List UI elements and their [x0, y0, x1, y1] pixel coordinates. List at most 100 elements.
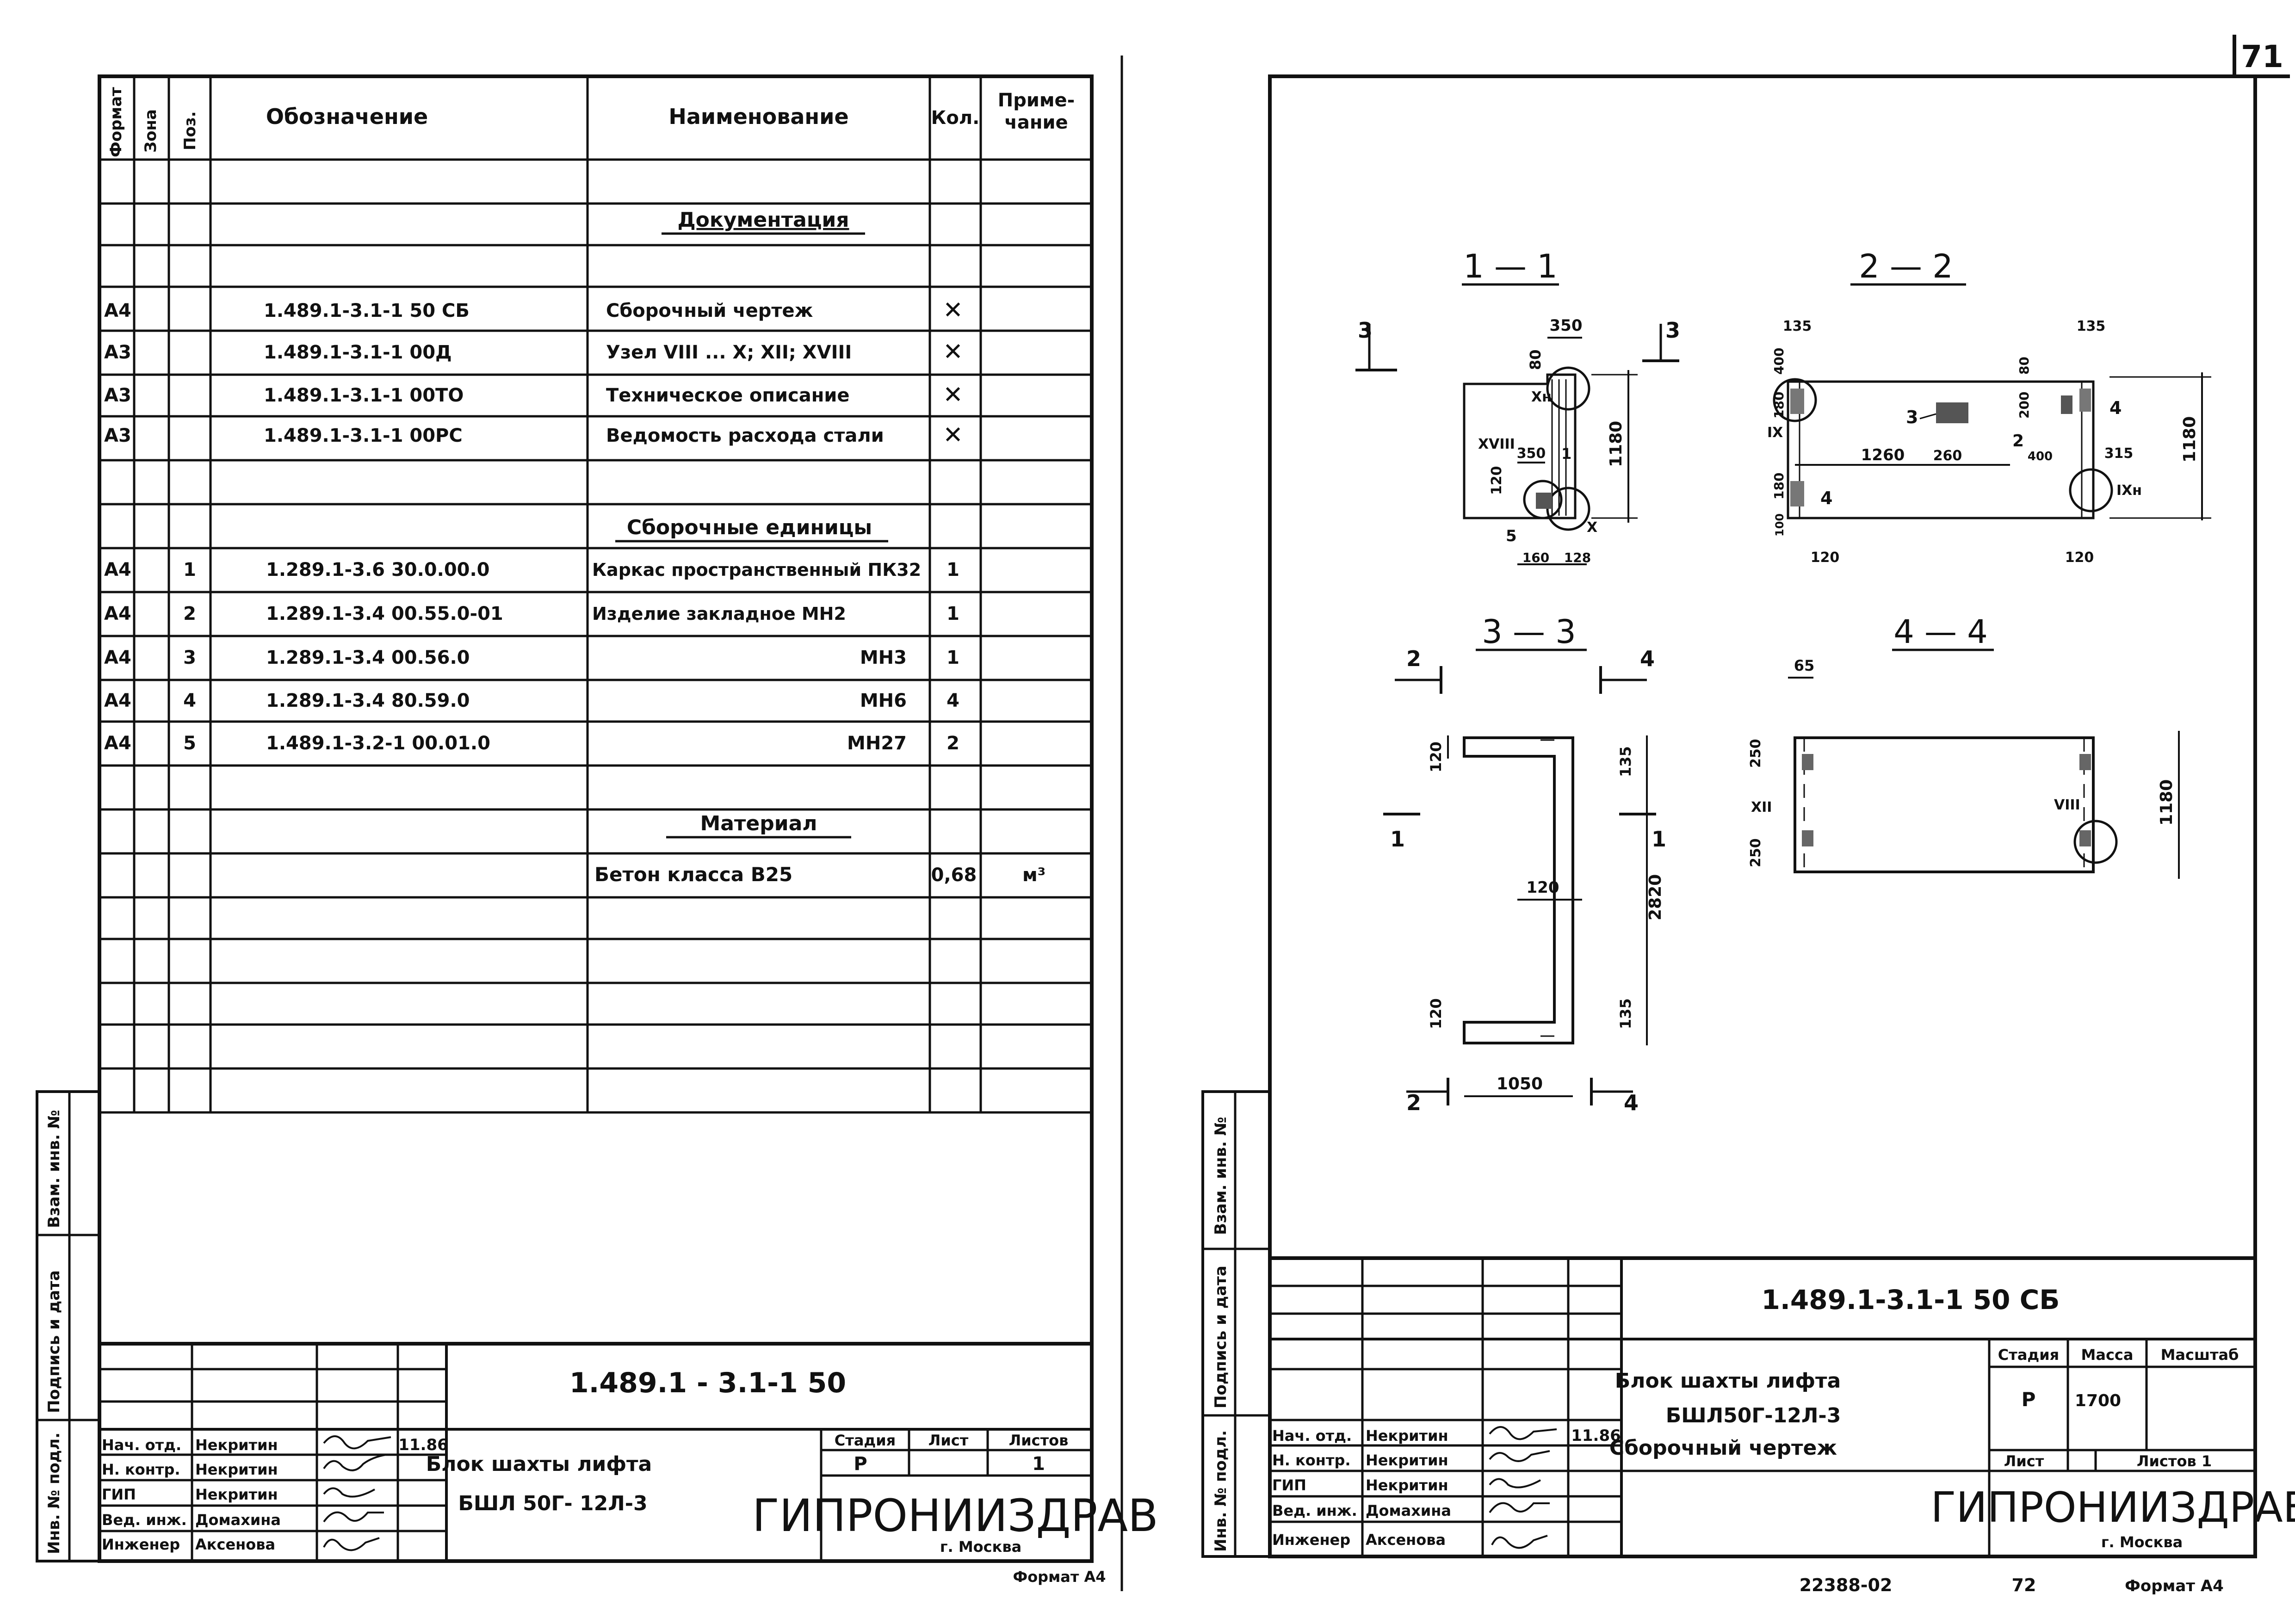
svg-text:1.489.1-3.2-1 00.01.0: 1.489.1-3.2-1 00.01.0 — [266, 733, 490, 754]
svg-text:1050: 1050 — [1497, 1074, 1543, 1093]
svg-text:4: 4 — [1624, 1090, 1639, 1115]
svg-text:1: 1 — [183, 559, 196, 580]
svg-text:Взам. инв. №: Взам. инв. № — [45, 1110, 63, 1228]
svg-text:БШЛ 50Г- 12Л-3: БШЛ 50Г- 12Л-3 — [458, 1492, 647, 1515]
svg-text:200: 200 — [2017, 392, 2032, 419]
svg-text:1.489.1-3.1-1 00РС: 1.489.1-3.1-1 00РС — [264, 425, 463, 446]
svg-text:315: 315 — [2104, 445, 2134, 462]
unit-row: А4 1 1.289.1-3.6 30.0.00.0 Каркас простр… — [104, 559, 959, 580]
svg-text:2: 2 — [2012, 432, 2024, 451]
svg-text:А3: А3 — [104, 342, 131, 363]
svg-text:120: 120 — [1427, 741, 1445, 772]
svg-text:А4: А4 — [104, 603, 131, 624]
svg-text:5: 5 — [183, 733, 196, 754]
svg-text:180: 180 — [1771, 392, 1787, 419]
svg-text:IX: IX — [1767, 425, 1783, 441]
svg-text:Инв. № подл.: Инв. № подл. — [45, 1433, 63, 1554]
svg-text:135: 135 — [1783, 318, 1812, 334]
right-sheet: 1 — 1 1180 350 80 Xн XVIII 350 1 120 — [1201, 74, 2295, 1595]
svg-text:1.289.1-3.4 80.59.0: 1.289.1-3.4 80.59.0 — [266, 690, 470, 711]
svg-text:Сборочный чертеж: Сборочный чертеж — [606, 300, 813, 321]
svg-text:Аксенова: Аксенова — [195, 1536, 275, 1553]
svg-text:80: 80 — [1527, 349, 1544, 370]
svg-text:Каркас пространственный ПК32: Каркас пространственный ПК32 — [592, 560, 921, 580]
svg-text:250: 250 — [1748, 838, 1764, 867]
svg-text:1: 1 — [946, 559, 959, 580]
svg-text:Некритин: Некритин — [1366, 1451, 1448, 1469]
left-title-block — [99, 1342, 1092, 1561]
svg-text:Изделие закладное МН2: Изделие закладное МН2 — [592, 604, 846, 624]
right-signature-table: Нач. отд. Некритин Н. контр. Некритин ГИ… — [1272, 1426, 1557, 1549]
right-doc-code: 1.489.1-3.1-1 50 СБ — [1762, 1284, 2060, 1315]
svg-text:Инженер: Инженер — [1272, 1531, 1350, 1549]
svg-text:120: 120 — [1489, 466, 1505, 495]
svg-text:Масштаб: Масштаб — [2161, 1346, 2239, 1364]
svg-text:4: 4 — [1820, 488, 1832, 508]
svg-text:4: 4 — [946, 690, 959, 711]
svg-text:IXн: IXн — [2116, 482, 2142, 499]
svg-text:11.86: 11.86 — [1571, 1426, 1621, 1445]
svg-text:3: 3 — [183, 647, 196, 668]
svg-text:2: 2 — [183, 603, 196, 624]
left-signature-table: Нач. отд. Некритин Н. контр. Некритин ГИ… — [102, 1435, 391, 1553]
section-1-1: 1 — 1 1180 350 80 Xн XVIII 350 1 120 — [1355, 247, 1680, 565]
svg-text:400: 400 — [1771, 348, 1787, 375]
svg-text:✕: ✕ — [943, 381, 963, 409]
svg-text:4: 4 — [1640, 646, 1655, 671]
svg-text:МН27: МН27 — [847, 733, 907, 754]
svg-text:1 — 1: 1 — 1 — [1463, 247, 1558, 285]
svg-text:180: 180 — [1771, 473, 1787, 500]
svg-text:Некритин: Некритин — [1366, 1427, 1448, 1445]
svg-text:VIII: VIII — [2054, 797, 2080, 813]
svg-text:72: 72 — [2012, 1575, 2036, 1595]
svg-text:Некритин: Некритин — [195, 1486, 278, 1503]
right-org: ГИПРОНИИЗДРАВ — [1931, 1483, 2295, 1532]
svg-text:5: 5 — [1506, 527, 1517, 545]
header-qty: Кол. — [931, 107, 980, 129]
svg-text:65: 65 — [1794, 657, 1815, 674]
svg-text:XII: XII — [1751, 799, 1772, 815]
svg-text:Некритин: Некритин — [1366, 1476, 1448, 1494]
svg-text:3: 3 — [1665, 318, 1680, 343]
header-name: Наименование — [668, 104, 848, 129]
svg-text:Некритин: Некритин — [195, 1461, 278, 1478]
svg-text:1.289.1-3.4 00.55.0-01: 1.289.1-3.4 00.55.0-01 — [266, 603, 503, 624]
svg-text:350: 350 — [1550, 316, 1583, 335]
svg-text:2: 2 — [946, 733, 959, 754]
unit-row: А4 5 1.489.1-3.2-1 00.01.0 МН27 2 — [104, 733, 959, 754]
svg-text:Н. контр.: Н. контр. — [1272, 1451, 1351, 1469]
svg-text:Листов 1: Листов 1 — [2137, 1452, 2212, 1470]
svg-text:1180: 1180 — [1607, 421, 1626, 467]
svg-text:Листов: Листов — [1009, 1432, 1069, 1449]
svg-text:Инв. № подл.: Инв. № подл. — [1212, 1430, 1230, 1552]
svg-text:✕: ✕ — [943, 421, 963, 449]
svg-text:А3: А3 — [104, 385, 131, 406]
svg-text:Узел VIII ... X; XII; XVIII: Узел VIII ... X; XII; XVIII — [606, 342, 852, 363]
svg-text:400: 400 — [2028, 450, 2053, 463]
svg-text:Xн: Xн — [1531, 389, 1552, 405]
signature-marks — [1489, 1426, 1557, 1549]
svg-text:3: 3 — [1906, 407, 1918, 427]
svg-text:Домахина: Домахина — [1366, 1502, 1451, 1519]
svg-text:Техническое описание: Техническое описание — [606, 385, 850, 406]
svg-text:1700: 1700 — [2075, 1391, 2121, 1410]
unit-row: А4 3 1.289.1-3.4 00.56.0 МН3 1 — [104, 647, 959, 668]
svg-text:2: 2 — [1406, 1090, 1421, 1115]
svg-text:3 — 3: 3 — 3 — [1482, 613, 1576, 651]
svg-text:Нач. отд.: Нач. отд. — [1272, 1427, 1352, 1445]
svg-text:Н. контр.: Н. контр. — [102, 1461, 180, 1478]
svg-text:1260: 1260 — [1861, 446, 1905, 464]
svg-text:Взам. инв. №: Взам. инв. № — [1212, 1117, 1230, 1235]
svg-text:Формат А4: Формат А4 — [2125, 1577, 2224, 1595]
svg-text:Р: Р — [2022, 1388, 2036, 1411]
svg-text:160: 160 — [1522, 550, 1549, 565]
left-org: ГИПРОНИИЗДРАВ — [752, 1490, 1158, 1542]
svg-text:А3: А3 — [104, 425, 131, 446]
section-material: Материал — [700, 812, 817, 835]
page-number-box: 71 — [2233, 35, 2290, 78]
material-row: Бетон класса В25 0,68 м³ — [594, 863, 1045, 886]
svg-text:А4: А4 — [104, 559, 131, 580]
svg-text:Масса: Масса — [2081, 1346, 2134, 1364]
svg-text:Формат А4: Формат А4 — [1013, 1568, 1106, 1586]
